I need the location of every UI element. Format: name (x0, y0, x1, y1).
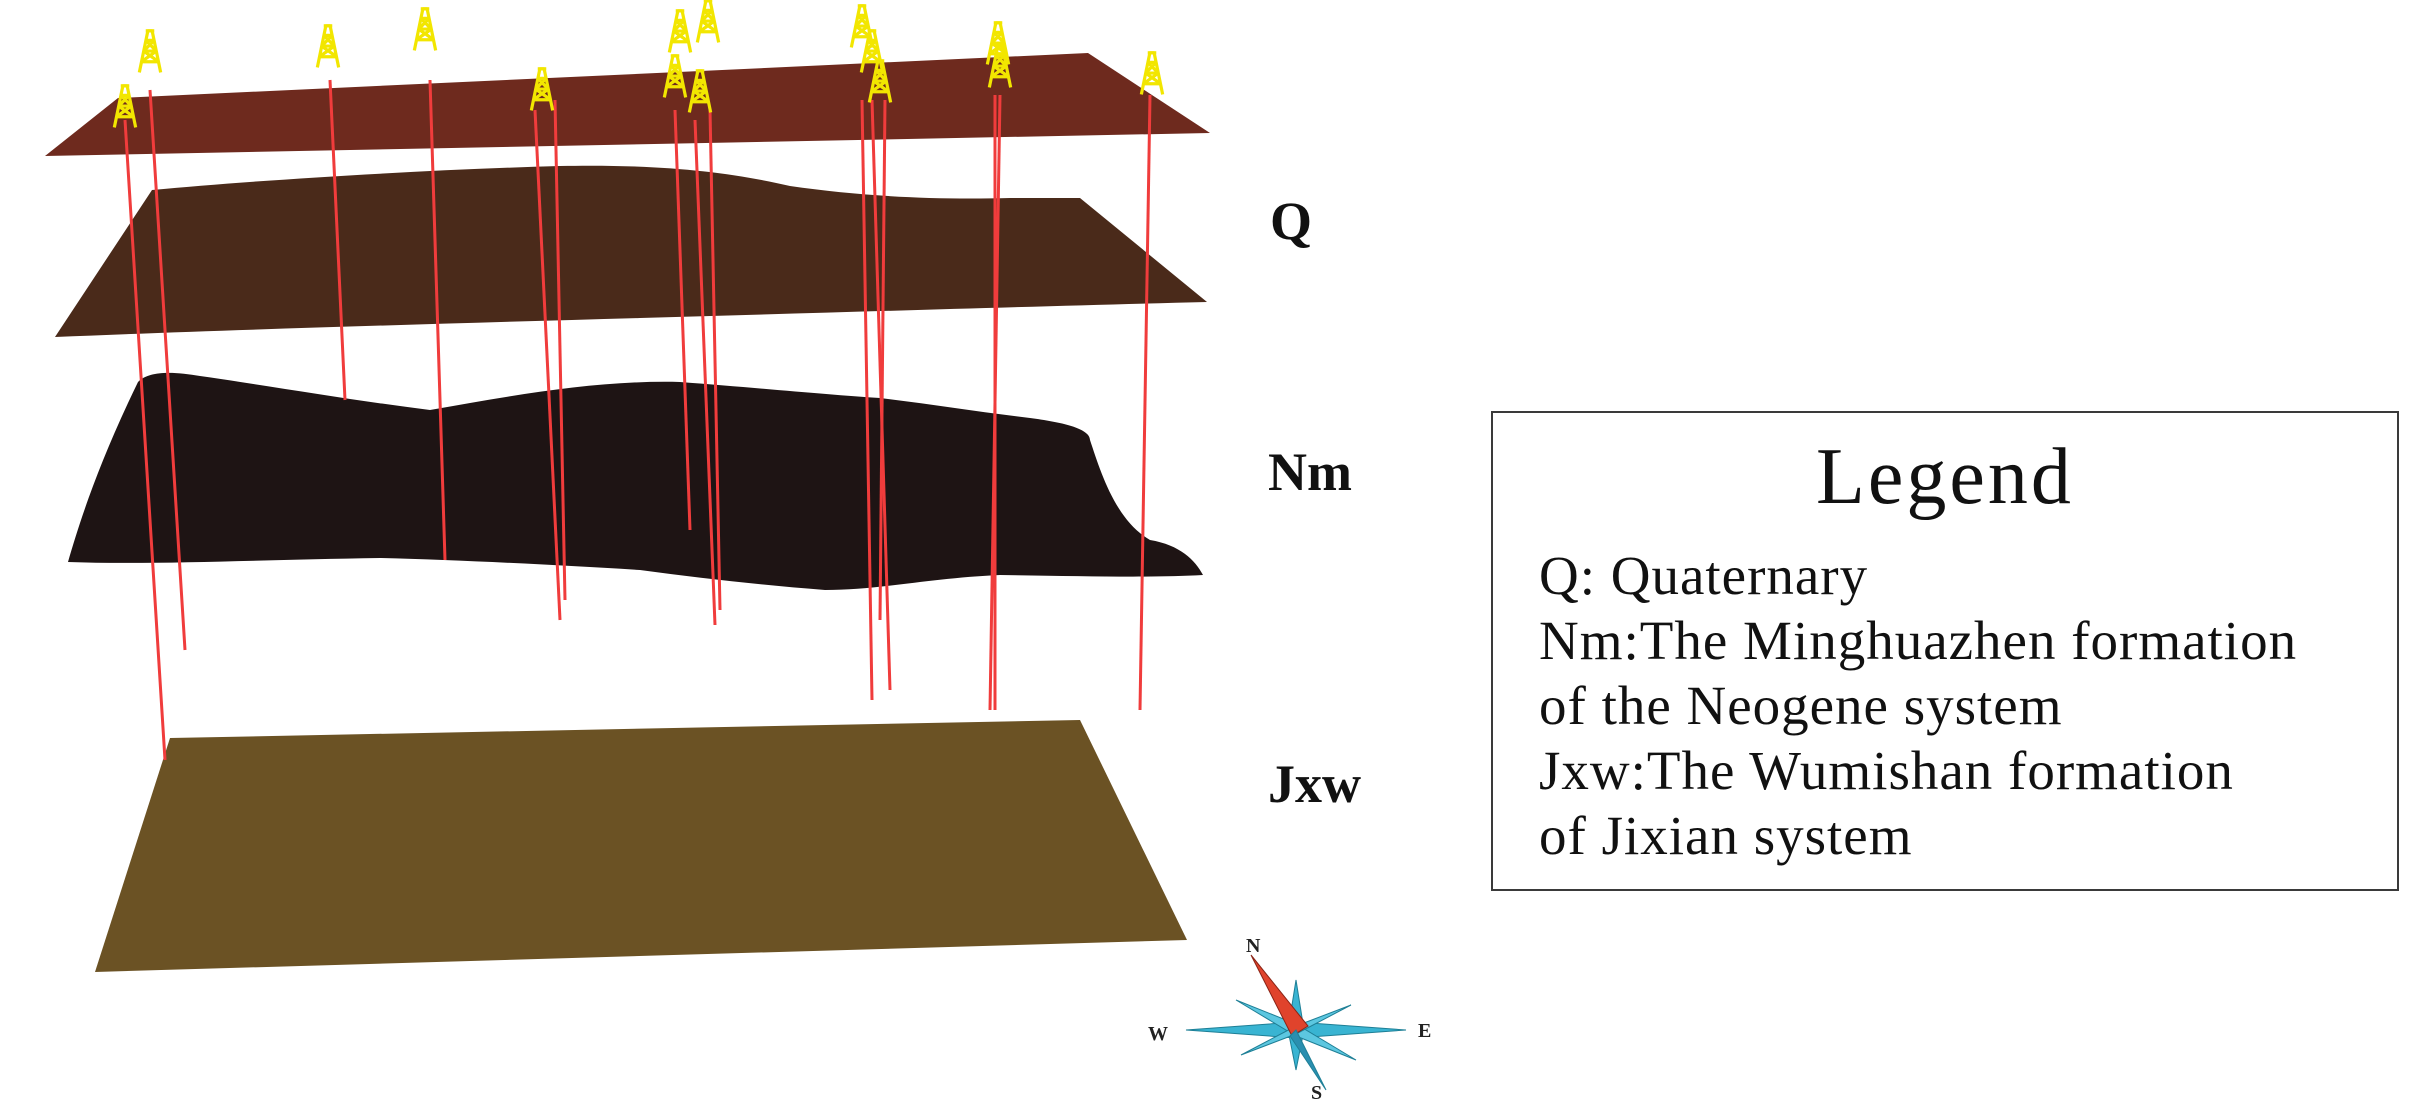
derrick-icon (137, 29, 163, 74)
derrick-icon (1139, 51, 1165, 96)
derrick-icon (412, 7, 438, 52)
compass-north-label: N (1246, 935, 1261, 957)
well-trace (673, 109, 692, 531)
legend-lines: Q: Quaternary Nm:The Minghuazhen formati… (1539, 543, 2385, 868)
compass-rose-icon: N S E W (1148, 935, 1431, 1104)
well-trace (1138, 94, 1152, 711)
layer-label-jxw: Jxw (1268, 754, 1361, 814)
well-trace (328, 79, 347, 401)
well-trace (878, 99, 887, 621)
surface-top (45, 53, 1210, 156)
derrick-icon (667, 9, 693, 54)
compass-west-label: W (1148, 1023, 1168, 1045)
layer-label-nm: Nm (1268, 442, 1352, 502)
surface-nm (68, 372, 1203, 590)
compass-south-label: S (1311, 1082, 1322, 1104)
layer-label-q: Q (1270, 191, 1313, 251)
well-trace (708, 109, 722, 611)
well-trace (553, 99, 567, 601)
well-trace (693, 119, 717, 626)
well-trace (428, 79, 447, 561)
well-lines-front (123, 79, 1152, 761)
legend-line-nm-cont: of the Neogene system (1539, 675, 2063, 736)
legend-line-q: Q: Quaternary (1539, 545, 1869, 606)
legend-line-nm: Nm:The Minghuazhen formation (1539, 610, 2298, 671)
legend-line-jxw-cont: of Jixian system (1539, 805, 1913, 866)
compass-east-label: E (1418, 1020, 1431, 1042)
derrick-icon (315, 24, 341, 69)
well-trace (148, 89, 187, 651)
surface-q (55, 165, 1207, 337)
well-trace (988, 94, 1002, 711)
well-trace (123, 119, 167, 761)
legend-title: Legend (1816, 433, 2074, 521)
surface-jxw (95, 720, 1187, 972)
well-trace (860, 99, 874, 701)
legend-line-jxw: Jxw:The Wumishan formation (1539, 740, 2234, 801)
derrick-icon (695, 0, 721, 44)
legend-box: Legend Q: Quaternary Nm:The Minghuazhen … (1491, 411, 2399, 891)
well-trace (533, 109, 562, 621)
